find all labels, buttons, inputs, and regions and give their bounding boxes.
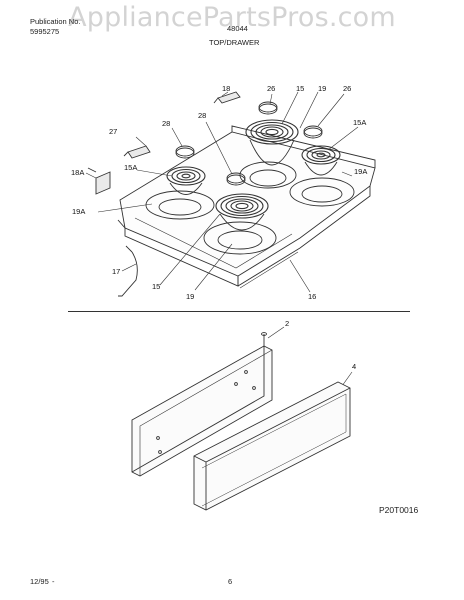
callout-26-top: 26	[267, 84, 276, 93]
callout-19A-left: 19A	[72, 207, 86, 216]
callout-4: 4	[352, 362, 357, 371]
model-number: 48044	[227, 24, 248, 33]
footer-date: 12/95	[30, 577, 49, 586]
callout-28-left: 28	[162, 119, 171, 128]
footer-dash: -	[52, 577, 55, 586]
callout-19A-right: 19A	[354, 167, 368, 176]
callout-15A-right: 15A	[353, 118, 367, 127]
callout-19-top: 19	[318, 84, 327, 93]
publication-number: 5995275	[30, 27, 60, 36]
callout-2: 2	[285, 319, 290, 328]
callout-26-right: 26	[343, 84, 352, 93]
watermark: AppliancePartsPros.com	[68, 2, 396, 33]
callout-15-top: 15	[296, 84, 305, 93]
figure-code: P20T0016	[379, 505, 419, 515]
section-title: TOP/DRAWER	[209, 38, 260, 47]
callout-15-bottom: 15	[152, 282, 161, 291]
callout-28-center: 28	[198, 111, 207, 120]
section-divider	[68, 311, 410, 312]
publication-label: Publication No.	[30, 17, 81, 26]
callout-19-bottom: 19	[186, 292, 195, 301]
callout-18: 18	[222, 84, 231, 93]
callout-18A: 18A	[71, 168, 85, 177]
callout-17: 17	[112, 267, 121, 276]
callout-16: 16	[308, 292, 317, 301]
page-number: 6	[228, 577, 233, 586]
callout-27: 27	[109, 127, 118, 136]
callout-15A-left: 15A	[124, 163, 138, 172]
